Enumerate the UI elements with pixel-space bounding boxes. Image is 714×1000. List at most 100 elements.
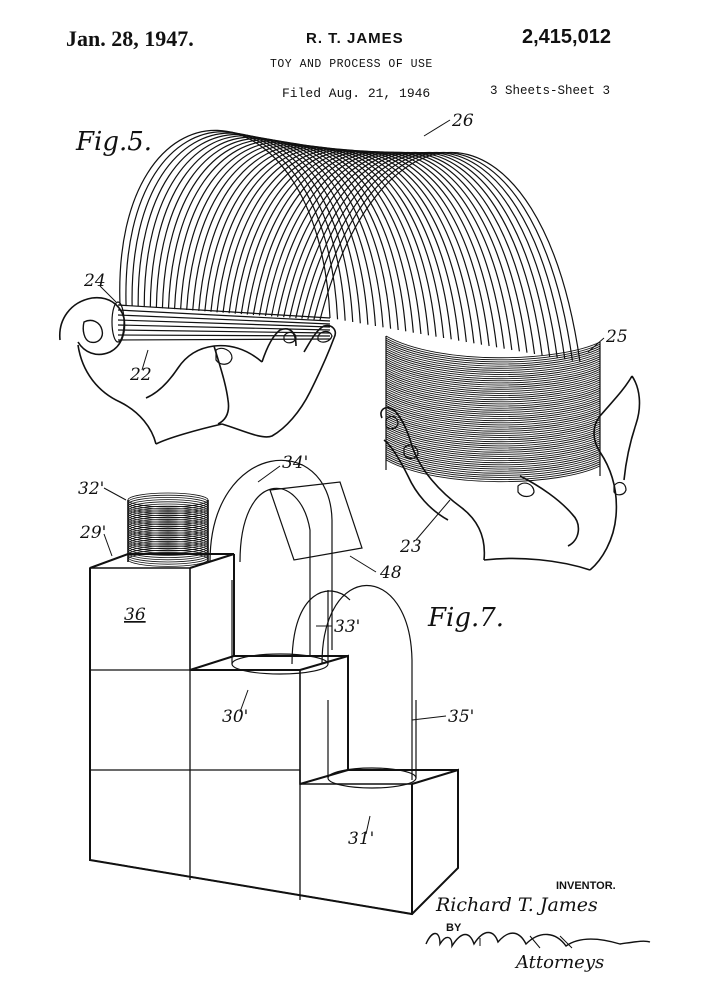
stack-coil: [385, 365, 601, 388]
stack-coil: [385, 407, 601, 430]
ref-25: 25: [605, 327, 628, 347]
stack-coil: [385, 459, 601, 483]
stack-coil: [385, 358, 601, 382]
slinky-coil: [161, 139, 384, 328]
stack-coil: [385, 386, 601, 409]
coil-sides: [231, 580, 417, 778]
slinky-coil: [204, 146, 437, 337]
stack-coil: [385, 404, 601, 428]
slinky-coil: [198, 145, 430, 336]
stack-coil: [385, 421, 601, 445]
left-thumb: [82, 319, 104, 344]
ref-35p: 35': [448, 707, 474, 727]
stack-coil: [385, 335, 601, 359]
stack-coil: [385, 344, 601, 367]
stack-coil: [385, 457, 601, 480]
inventor-signature: Richard T. James: [436, 894, 598, 916]
by-label: BY: [446, 922, 462, 934]
stack-coil: [385, 442, 601, 466]
patent-number: 2,415,012: [522, 26, 611, 48]
right-fingernail: [385, 415, 627, 498]
stack-coil: [385, 388, 601, 411]
patent-date: Jan. 28, 1947.: [66, 26, 194, 51]
stack-coil: [385, 438, 601, 462]
slinky-coil: [180, 142, 407, 332]
stack-coil: [385, 394, 601, 417]
left-finger-nail: [215, 330, 333, 365]
ref-48: 48: [379, 563, 402, 583]
stack-coil: [385, 373, 601, 396]
arc-35: [291, 584, 413, 780]
stack-coil: [385, 371, 601, 394]
ref-33p: 33': [334, 617, 360, 637]
stack-coil: [385, 449, 601, 472]
left-hand: [59, 296, 337, 445]
stack-coil: [385, 423, 601, 447]
stack-coil: [385, 415, 601, 438]
fig5-drawing: [59, 129, 641, 571]
stack-coil: [385, 369, 601, 392]
stack-coil: [385, 360, 601, 384]
stack-coil: [385, 346, 601, 369]
stack-coil: [385, 398, 601, 422]
fig7-label: Fig.7.: [427, 603, 504, 633]
ref-22: 22: [129, 365, 152, 385]
stack-coil: [385, 377, 601, 401]
stack-coil: [385, 348, 601, 371]
slinky-coil: [131, 132, 346, 321]
slinky-coil: [192, 144, 422, 335]
stack-coil: [385, 409, 601, 432]
slinky-coil: [173, 141, 399, 331]
stack-coil: [385, 392, 601, 415]
stack-coil: [385, 354, 601, 378]
stack-coil: [385, 390, 601, 413]
stack-coil: [385, 455, 601, 478]
fig7-drawing: [89, 459, 459, 916]
stack-coil: [385, 413, 601, 436]
stack-coil: [385, 383, 601, 407]
ref-26: 26: [451, 111, 474, 131]
slinky-coil: [186, 143, 414, 333]
inventor-label: INVENTOR.: [556, 880, 616, 892]
stack-edge: [385, 336, 601, 476]
stair-grid: [90, 669, 301, 900]
cylinder-sides: [127, 500, 209, 562]
inventor-name-header: R. T. JAMES: [306, 30, 404, 47]
stack-coil: [385, 432, 601, 455]
sheet-number: 3 Sheets-Sheet 3: [490, 84, 611, 98]
slinky-coil: [125, 131, 339, 320]
filed-date: Filed Aug. 21, 1946: [282, 86, 431, 101]
ref-36: 36: [124, 605, 146, 625]
stack-coil: [385, 379, 601, 403]
fig5-label: Fig.5.: [75, 127, 152, 157]
patent-title: TOY AND PROCESS OF USE: [270, 58, 433, 71]
attorneys-signature: Attorneys: [516, 952, 605, 973]
left-coil-stack: [111, 301, 331, 343]
stack-coil: [385, 419, 601, 443]
slinky-coil: [155, 137, 377, 327]
ref-32p: 32': [78, 479, 104, 499]
slinky-coil: [319, 152, 581, 363]
stack-coil: [385, 352, 601, 375]
ref-30p: 30': [222, 707, 248, 727]
stack-coil: [385, 446, 601, 470]
ref-34p: 34': [282, 453, 308, 473]
stack-coil: [385, 417, 601, 441]
stack-coil: [385, 375, 601, 399]
right-hand: [380, 375, 641, 571]
slinky-coils: [119, 129, 581, 363]
stack-coil: [385, 396, 601, 420]
stack-coil: [385, 356, 601, 380]
stack-coil: [385, 451, 601, 474]
stack-coil: [385, 381, 601, 405]
stack-coil: [385, 362, 601, 386]
stack-coil: [385, 341, 601, 365]
ref-23: 23: [399, 537, 422, 557]
stack-coil: [385, 339, 601, 363]
stack-coil: [385, 440, 601, 464]
ref-24: 24: [83, 271, 106, 291]
slinky-coil: [210, 147, 445, 339]
top-coil-stack: [127, 492, 209, 567]
